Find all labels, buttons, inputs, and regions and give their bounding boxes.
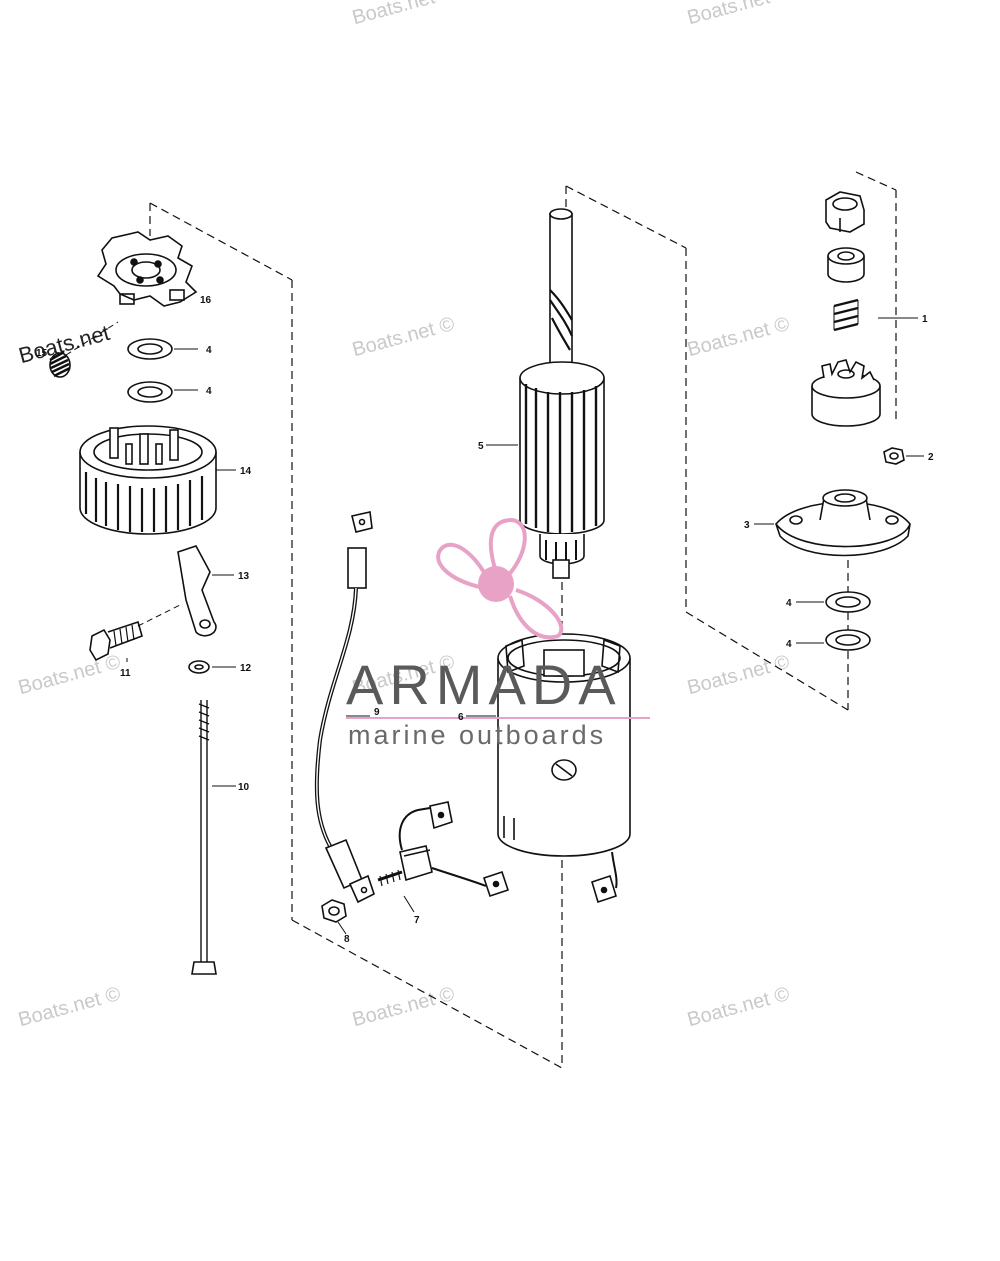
label-8: 8 — [344, 934, 350, 945]
label-13: 13 — [238, 571, 250, 582]
part-1-drive-nut — [825, 191, 865, 233]
part-16-brush-plate — [96, 231, 198, 307]
part-5-armature — [486, 208, 605, 579]
part-14-end-cap — [79, 425, 236, 535]
middle-assembly-frame — [291, 185, 687, 1069]
right-assembly-frame — [685, 171, 897, 711]
part-12-lockwasher — [188, 660, 236, 674]
label-2: 2 — [928, 452, 934, 463]
left-assembly-frame — [149, 202, 293, 281]
label-4-b: 4 — [206, 386, 212, 397]
part-4-washer-lower — [127, 381, 198, 403]
part-7-brush-holder — [377, 801, 510, 913]
part-3-drive-housing — [754, 489, 911, 557]
armada-propeller-logo — [436, 517, 564, 640]
part-9-cable — [314, 511, 375, 904]
part-13-terminal — [177, 545, 234, 637]
label-4-d: 4 — [786, 639, 792, 650]
label-16: 16 — [200, 295, 212, 306]
label-1: 1 — [922, 314, 928, 325]
part-8-nut — [321, 899, 347, 935]
logo-tagline: marine outboards — [348, 720, 607, 750]
part-15-spring — [49, 321, 119, 378]
part-1-pinion-gear — [811, 359, 881, 427]
part-6-field-frame — [466, 633, 631, 904]
part-4-washer-right-upper — [796, 591, 871, 613]
part-4-washer-right-lower — [796, 629, 871, 651]
part-2-nut — [883, 447, 924, 465]
label-14: 14 — [240, 466, 252, 477]
label-11: 11 — [120, 668, 131, 679]
label-9: 9 — [374, 707, 380, 718]
label-12: 12 — [240, 663, 252, 674]
part-11-bolt — [89, 603, 183, 662]
label-5: 5 — [478, 441, 484, 452]
label-7: 7 — [414, 915, 420, 926]
label-10: 10 — [238, 782, 250, 793]
logo-wordmark: ARMADA — [346, 653, 622, 716]
label-6: 6 — [458, 712, 464, 723]
label-4-a: 4 — [206, 345, 212, 356]
part-10-through-bolt — [191, 700, 236, 975]
part-4-washer-upper — [127, 338, 198, 360]
label-3: 3 — [744, 520, 750, 531]
label-15: 15 — [36, 348, 48, 359]
part-1-bushing — [827, 247, 865, 283]
part-1-spring — [833, 298, 859, 332]
label-4-c: 4 — [786, 598, 792, 609]
part-labels: 16 15 4 4 14 13 11 12 10 5 9 6 7 8 1 2 3… — [36, 295, 934, 945]
